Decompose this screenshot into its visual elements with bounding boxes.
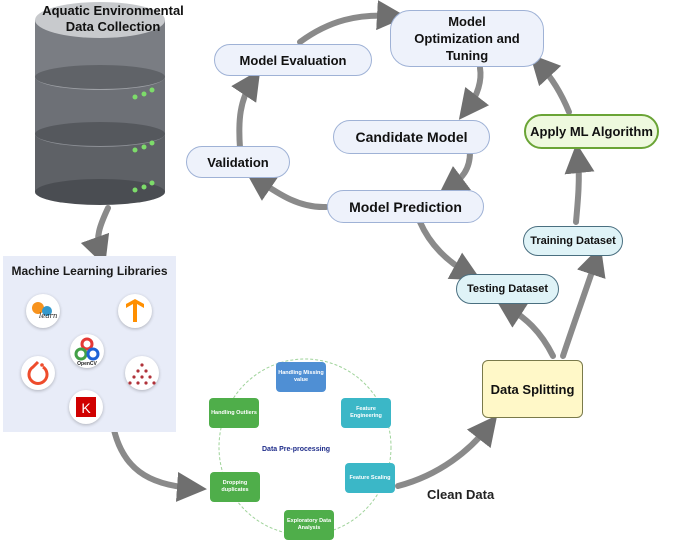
arrow-db-to-libs	[80, 205, 111, 267]
validation-node: Validation	[186, 146, 290, 178]
candidate-model-node: Candidate Model	[333, 120, 490, 154]
arrow-evaluation-to-optimization	[297, 0, 407, 45]
training-dataset-node: Training Dataset	[523, 226, 623, 256]
model-evaluation-node: Model Evaluation	[214, 44, 372, 76]
arrow-prediction-to-testing	[417, 219, 482, 281]
keras-icon: K	[69, 390, 103, 424]
ml-libraries-panel: Machine Learning Libraries learn OpenCV	[3, 256, 176, 432]
arrow-candidate-to-prediction	[438, 149, 473, 197]
testing-dataset-node: Testing Dataset	[456, 274, 559, 304]
arrow-split-to-testing	[495, 298, 556, 359]
arrow-libs-to-preprocess	[109, 417, 207, 502]
step-feature-scaling: Feature Scaling	[345, 463, 395, 493]
model-optimization-node: Model Optimization and Tuning	[390, 10, 544, 67]
step-handling-missing-value: Handling Missing value	[276, 362, 326, 392]
tensorflow-icon	[118, 294, 152, 328]
arrow-optimization-to-candidate	[458, 65, 490, 120]
arrow-applyml-to-optimization	[529, 53, 572, 115]
step-dropping-duplicates: Dropping duplicates	[210, 472, 260, 502]
arrow-prediction-to-validation	[245, 171, 329, 211]
arrow-validation-to-evaluation	[231, 69, 261, 151]
database-stack	[35, 0, 165, 205]
preprocessing-title: Data Pre-processing	[262, 446, 331, 453]
database-icon	[35, 2, 165, 205]
svg-text:K: K	[81, 400, 91, 416]
model-prediction-node: Model Prediction	[327, 190, 484, 223]
step-handling-outliers: Handling Outliers	[209, 398, 259, 428]
apply-ml-algorithm-node: Apply ML Algorithm	[524, 114, 659, 149]
arrow-training-to-applyml	[564, 143, 595, 225]
database-title: Aquatic Environmental Data Collection	[42, 3, 184, 34]
arrow-preprocess-to-split	[395, 415, 498, 489]
opencv-icon: OpenCV	[70, 334, 104, 368]
step-feature-engineering: Feature Engineering	[341, 398, 391, 428]
data-splitting-node: Data Splitting	[482, 360, 583, 418]
step-exploratory-data-analysis: Exploratory Data Analysis	[284, 510, 334, 540]
ml-libraries-title: Machine Learning Libraries	[11, 264, 168, 278]
scikit-learn-icon: learn	[26, 294, 60, 328]
clean-data-label: Clean Data	[427, 487, 495, 502]
dots-network-icon	[125, 356, 159, 390]
svg-text:OpenCV: OpenCV	[77, 361, 97, 367]
pytorch-icon	[21, 356, 55, 390]
svg-text:learn: learn	[39, 312, 58, 320]
arrow-split-to-training	[560, 245, 606, 359]
